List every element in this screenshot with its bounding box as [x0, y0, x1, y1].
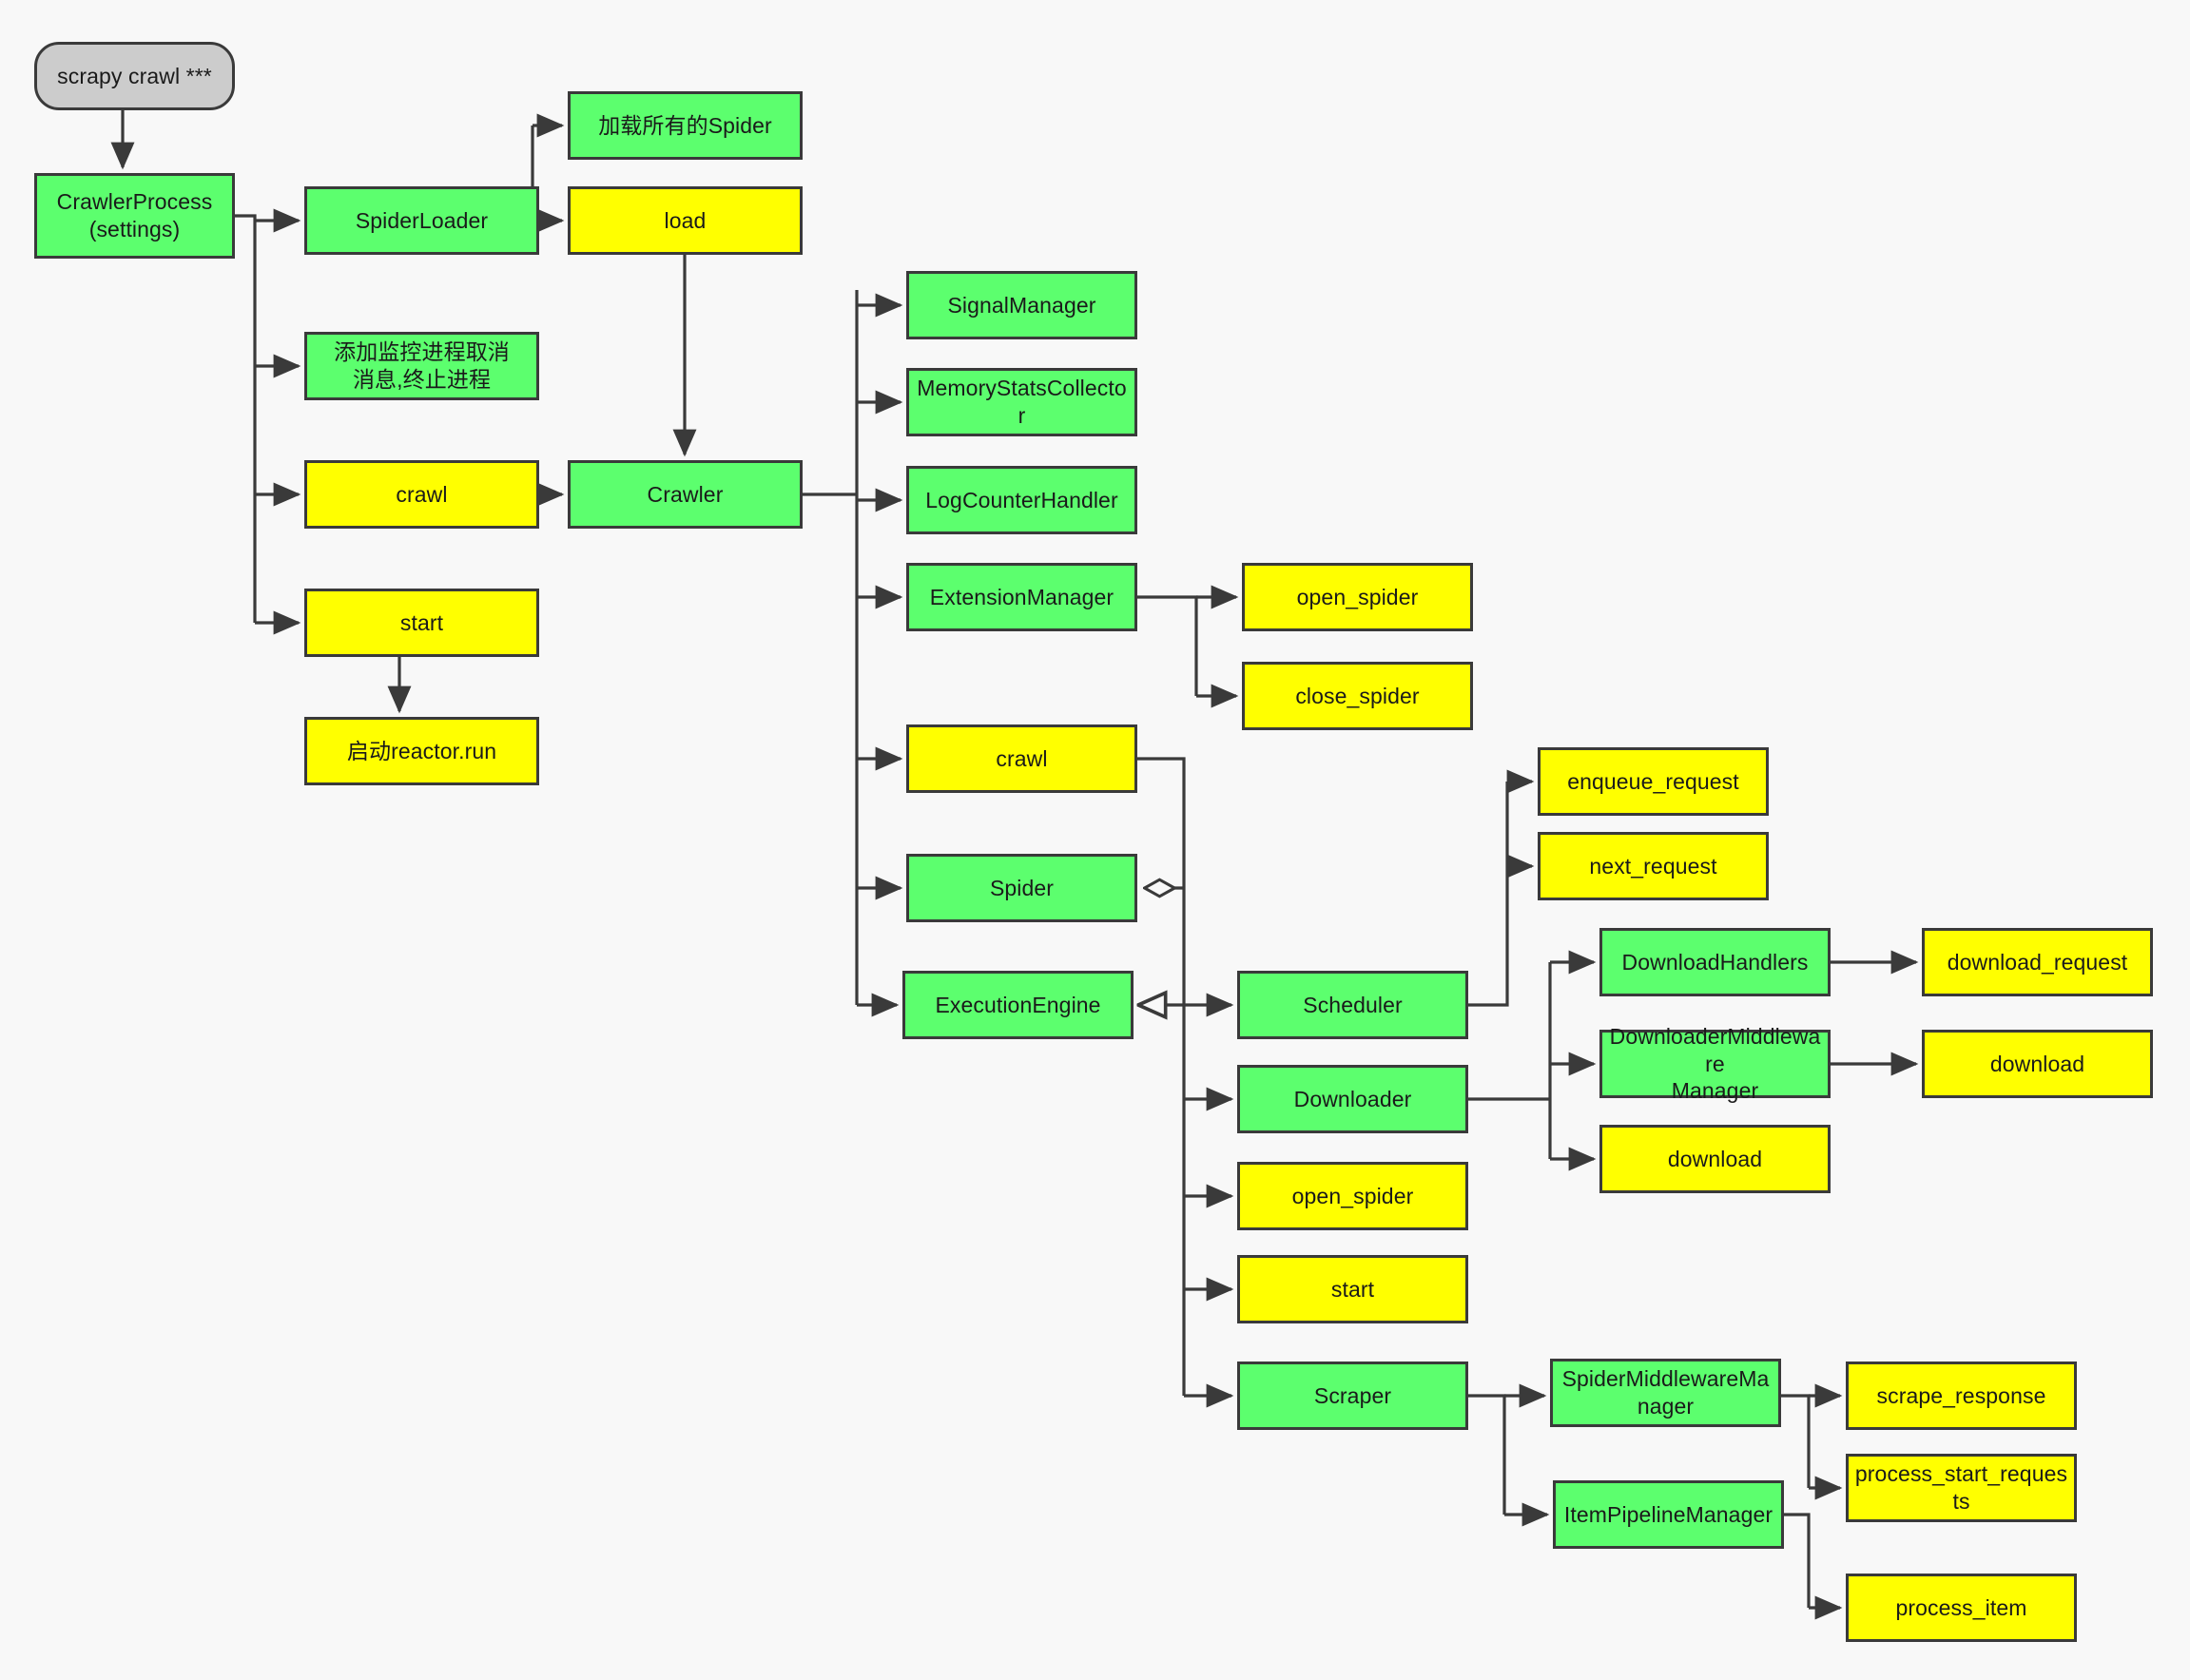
- node-label: DownloadHandlers: [1621, 949, 1809, 975]
- node-label: SignalManager: [947, 292, 1096, 318]
- node-download-middleware[interactable]: download: [1922, 1030, 2153, 1098]
- node-crawl-crawler[interactable]: crawl: [906, 724, 1137, 793]
- node-label: next_request: [1589, 853, 1717, 879]
- node-label: process_item: [1895, 1594, 2027, 1620]
- node-label: ItemPipelineManager: [1563, 1501, 1773, 1527]
- node-label: SpiderLoader: [355, 207, 489, 233]
- edge-scheduler-trunk: [1468, 782, 1509, 1007]
- node-label: Scraper: [1313, 1382, 1392, 1408]
- node-spider[interactable]: Spider: [906, 854, 1137, 922]
- node-label: scrape_response: [1876, 1382, 2046, 1408]
- node-downloader[interactable]: Downloader: [1237, 1065, 1468, 1133]
- node-downloader-middleware-manager[interactable]: DownloaderMiddleware Manager: [1599, 1024, 1831, 1103]
- node-process-item[interactable]: process_item: [1846, 1574, 2077, 1642]
- node-label: Spider: [989, 875, 1055, 900]
- node-label: enqueue_request: [1567, 768, 1739, 794]
- node-scheduler[interactable]: Scheduler: [1237, 971, 1468, 1039]
- edge-crawler-process-trunk: [235, 214, 257, 623]
- node-enqueue-request[interactable]: enqueue_request: [1538, 747, 1769, 816]
- node-scraper[interactable]: Scraper: [1237, 1361, 1468, 1430]
- node-label: download_request: [1947, 949, 2128, 975]
- node-label: DownloaderMiddleware Manager: [1609, 1023, 1821, 1104]
- node-label: start: [399, 609, 444, 635]
- node-label: process_start_requests: [1854, 1461, 2068, 1514]
- node-scrapy-crawl[interactable]: scrapy crawl ***: [34, 42, 235, 110]
- edge-scraper-trunk: [1468, 1394, 1506, 1515]
- node-crawler[interactable]: Crawler: [568, 460, 803, 529]
- node-label: CrawlerProcess (settings): [56, 189, 213, 241]
- node-label: Scheduler: [1303, 992, 1403, 1017]
- node-label: crawl: [396, 481, 448, 507]
- node-label: scrapy crawl ***: [57, 63, 212, 88]
- node-label: close_spider: [1295, 683, 1420, 708]
- node-label: Downloader: [1293, 1086, 1412, 1111]
- node-label: 添加监控进程取消 消息,终止进程: [334, 339, 510, 392]
- node-monitor-process[interactable]: 添加监控进程取消 消息,终止进程: [304, 332, 539, 400]
- node-reactor-run[interactable]: 启动reactor.run: [304, 717, 539, 785]
- node-label: download: [1667, 1146, 1763, 1171]
- node-label: ExtensionManager: [929, 584, 1114, 609]
- node-extension-manager[interactable]: ExtensionManager: [906, 563, 1137, 631]
- node-label: crawl: [996, 745, 1048, 771]
- node-label: 启动reactor.run: [346, 738, 497, 763]
- node-execution-engine[interactable]: ExecutionEngine: [902, 971, 1134, 1039]
- node-label: LogCounterHandler: [925, 487, 1118, 512]
- node-label: download: [1989, 1051, 2085, 1076]
- node-label: ExecutionEngine: [935, 992, 1101, 1017]
- node-label: open_spider: [1291, 1183, 1414, 1208]
- node-spider-middleware-manager[interactable]: SpiderMiddlewareManager: [1550, 1359, 1781, 1427]
- node-signal-manager[interactable]: SignalManager: [906, 271, 1137, 339]
- node-load-all-spiders[interactable]: 加载所有的Spider: [568, 91, 803, 160]
- node-close-spider-extension[interactable]: close_spider: [1242, 662, 1473, 730]
- node-open-spider-extension[interactable]: open_spider: [1242, 563, 1473, 631]
- node-download-downloader[interactable]: download: [1599, 1125, 1831, 1193]
- node-process-start-requests[interactable]: process_start_requests: [1846, 1454, 2077, 1522]
- node-start-engine[interactable]: start: [1237, 1255, 1468, 1323]
- node-label: MemoryStatsCollector: [917, 376, 1127, 428]
- node-download-handlers[interactable]: DownloadHandlers: [1599, 928, 1831, 996]
- node-memory-stats-collector[interactable]: MemoryStatsCollector: [906, 368, 1137, 436]
- edge-crawl-crawler-trunk: [1137, 757, 1186, 1005]
- node-load[interactable]: load: [568, 186, 803, 255]
- node-scrape-response[interactable]: scrape_response: [1846, 1361, 2077, 1430]
- node-label: load: [664, 207, 707, 233]
- node-start-crawlerprocess[interactable]: start: [304, 589, 539, 657]
- node-open-spider-engine[interactable]: open_spider: [1237, 1162, 1468, 1230]
- node-spider-loader[interactable]: SpiderLoader: [304, 186, 539, 255]
- edge-downloader-trunk: [1468, 962, 1552, 1159]
- node-log-counter-handler[interactable]: LogCounterHandler: [906, 466, 1137, 534]
- edge-extension-manager-trunk: [1137, 595, 1198, 696]
- node-download-request[interactable]: download_request: [1922, 928, 2153, 996]
- node-crawl-crawlerprocess[interactable]: crawl: [304, 460, 539, 529]
- node-crawler-process[interactable]: CrawlerProcess (settings): [34, 173, 235, 259]
- node-item-pipeline-manager[interactable]: ItemPipelineManager: [1553, 1480, 1784, 1549]
- edge-spider-mw-trunk: [1781, 1394, 1811, 1488]
- node-label: 加载所有的Spider: [598, 112, 772, 138]
- node-next-request[interactable]: next_request: [1538, 832, 1769, 900]
- node-label: SpiderMiddlewareManager: [1561, 1366, 1770, 1419]
- node-label: Crawler: [647, 481, 724, 507]
- edge-item-pipeline-trunk: [1784, 1513, 1811, 1608]
- node-label: start: [1330, 1276, 1375, 1302]
- edge-crawler-trunk: [803, 290, 859, 1005]
- node-label: open_spider: [1296, 584, 1419, 609]
